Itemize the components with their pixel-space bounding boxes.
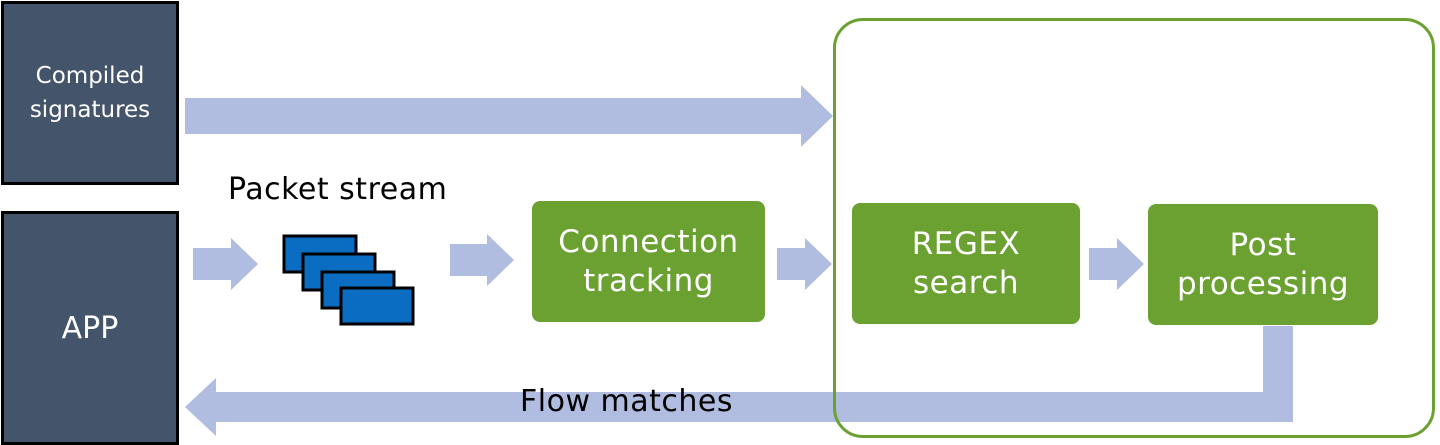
connection-tracking-label: Connection tracking (558, 223, 739, 299)
packet-stream-icon (282, 234, 415, 326)
post-processing-label: Post processing (1176, 226, 1350, 302)
packets-to-conn-arrow (450, 234, 514, 286)
conn-to-regex-arrow (777, 238, 832, 290)
connection-tracking-box: Connection tracking (532, 201, 765, 322)
app-box: APP (1, 211, 179, 445)
packet-stream-label: Packet stream (228, 172, 448, 207)
signatures-to-engine-arrow (185, 85, 833, 147)
app-to-packets-arrow (193, 238, 258, 290)
app-label: APP (61, 310, 119, 346)
processing-engine-frame (833, 18, 1435, 438)
regex-search-label: REGEX search (911, 225, 1021, 301)
regex-to-post-arrow (1089, 238, 1144, 290)
regex-search-box: REGEX search (852, 203, 1080, 324)
compiled-signatures-label: Compiled signatures (29, 63, 151, 123)
post-processing-box: Post processing (1148, 204, 1378, 325)
compiled-signatures-box: Compiled signatures (1, 1, 179, 185)
flow-matches-label: Flow matches (520, 384, 733, 419)
flow-matches-arrow (185, 326, 1293, 436)
